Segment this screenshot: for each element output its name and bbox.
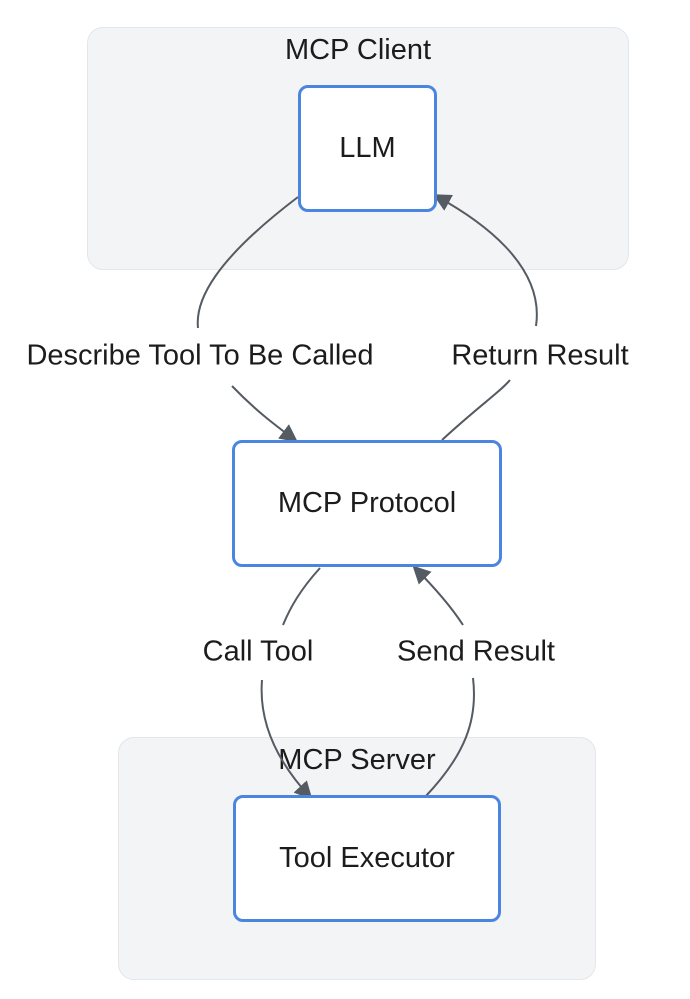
mcp-protocol-node: MCP Protocol [232, 440, 502, 567]
edge-label-send: Send Result [397, 635, 555, 668]
edge-label-call: Call Tool [202, 635, 314, 668]
edge-send-upper [412, 565, 464, 626]
edge-label-describe: Describe Tool To Be Called [26, 339, 374, 372]
tool-executor-node: Tool Executor [233, 795, 501, 922]
edge-return-lower [441, 379, 511, 441]
edge-describe-lower [231, 385, 298, 443]
llm-node: LLM [298, 85, 437, 212]
edge-label-return: Return Result [451, 339, 629, 372]
edge-call-upper [282, 567, 321, 626]
mcp-client-label: MCP Client [284, 34, 432, 66]
mcp-server-label: MCP Server [278, 744, 436, 776]
